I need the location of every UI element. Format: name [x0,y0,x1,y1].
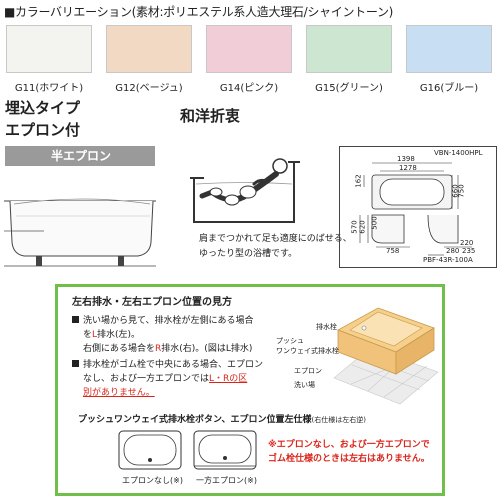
dim-162: 162 [354,174,363,188]
dim-570: 570 [350,220,359,234]
color-variation-header: ■カラーバリエーション(素材:ポリエステル系人造大理石/シャイントーン) [4,5,394,19]
one-apron-label: 一方エプロン(※) [196,476,257,485]
type-title-embedded: 埋込タイプ [5,99,81,117]
dim-235: 235 [462,247,476,255]
swatch-label-blue: G16(ブルー) [419,83,479,94]
swatch-label-green: G15(グリーン) [315,83,383,94]
drain-bullet-2-line2: なし、および一方エプロンではL・Rの区 [83,374,248,384]
technical-drawing: VBN-1400HPL 1398 1278 162 660 750 570 62… [339,146,497,268]
type-title-apron: エプロン付 [5,121,81,139]
dim-280: 280 [446,247,460,255]
model-number: VBN-1400HPL [434,149,483,157]
push-spec-title: プッシュワンウェイ式排水栓ボタン、エプロン位置左仕様(右仕様は左右逆) [78,415,366,425]
swatch-pink [206,25,292,73]
bath-caption-line1: 肩までつかれて足も適度にのばせる、 [199,234,352,244]
swatch-green [306,25,392,73]
label-wash-area: 洗い場 [294,381,315,389]
no-apron-tub-icon [118,430,182,470]
label-apron: エプロン [294,367,322,375]
swatch-label-white: G11(ホワイト) [14,83,84,94]
one-side-apron-tub-icon [193,430,257,470]
label-push-2: ワンウェイ式排水栓 [276,347,339,355]
dim-1398: 1398 [397,155,415,163]
drain-position-diagram [333,307,439,405]
dim-500: 500 [370,216,379,230]
swatch-blue [406,25,492,73]
bather-illustration [190,158,300,223]
dim-220: 220 [460,239,474,247]
drain-bullet-2-line1: 排水栓がゴム栓で中央にある場合、エプロン [72,358,263,372]
bath-caption-line2: ゆったり型の浴槽です。 [199,249,298,259]
drain-bullet-2-line3: 別がありません。 [83,388,155,398]
note-line1: ※エプロンなし、および一方エプロンで [268,440,430,450]
drain-bullet-1-line3: 右側にある場合をR排水(右)。(図はL排水) [83,344,253,354]
label-push-1: プッシュ [276,337,304,345]
dim-750: 750 [457,184,466,198]
swatch-white [6,25,92,73]
swatch-label-pink: G14(ピンク) [219,83,279,94]
dim-1278: 1278 [399,164,417,172]
drain-info-title: 左右排水・左右エプロン位置の見方 [72,297,232,308]
dim-620: 620 [358,220,367,234]
part-number: PBF-43R-100A [423,256,473,264]
tub-plan-drawing [359,162,472,256]
drain-bullet-1-line2: をL排水(左)。 [83,330,141,340]
tub-side-illustration [4,198,156,267]
swatch-beige [106,25,192,73]
bath-style-title: 和洋折衷 [180,107,241,125]
drain-bullet-1-line1: 洗い場から見て、排水栓が左側にある場合 [72,314,254,328]
dim-758: 758 [386,247,400,255]
half-apron-label: 半エプロン [5,146,155,166]
note-line2: ゴム栓仕様のときは左右はありません。 [268,454,430,464]
swatch-label-beige: G12(ベージュ) [115,83,183,94]
no-apron-label: エプロンなし(※) [122,476,183,485]
label-drain-plug: 排水栓 [316,323,337,331]
